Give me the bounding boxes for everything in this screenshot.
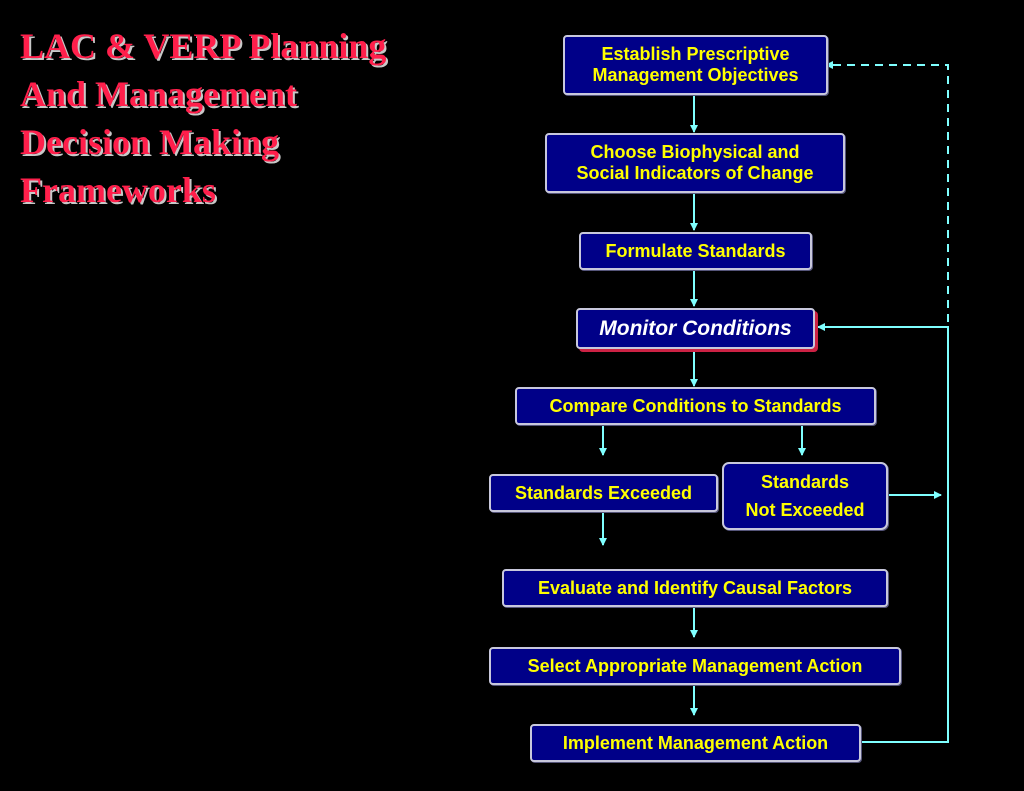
loop-implement-to-monitor — [817, 323, 949, 743]
title-line-1: LAC & VERP Planning — [20, 26, 387, 66]
title-line-3: Decision Making — [20, 122, 280, 162]
title-line-2: And Management — [20, 74, 297, 114]
step-formulate-label: Formulate Standards — [605, 240, 786, 261]
step-establish-objectives[interactable]: Establish Prescriptive Management Object… — [563, 35, 828, 95]
step-evaluate-label: Evaluate and Identify Causal Factors — [537, 577, 853, 598]
step-select-management-action[interactable]: Select Appropriate Management Action — [489, 647, 901, 685]
step-formulate-standards[interactable]: Formulate Standards — [579, 232, 812, 270]
step-establish-line-2: Management Objectives — [592, 65, 799, 85]
slide-title: LAC & VERP Planning And Management Decis… — [20, 22, 490, 214]
step-choose-line-2: Social Indicators of Change — [576, 163, 814, 183]
step-exceeded-label: Standards Exceeded — [514, 482, 693, 503]
step-compare-label: Compare Conditions to Standards — [549, 395, 842, 416]
step-establish-line-1: Establish Prescriptive — [601, 44, 790, 64]
step-choose-line-1: Choose Biophysical and — [590, 142, 800, 162]
dashed-loop-to-objectives — [825, 61, 949, 322]
step-compare-conditions[interactable]: Compare Conditions to Standards — [515, 387, 876, 425]
step-select-label: Select Appropriate Management Action — [527, 655, 863, 676]
step-standards-exceeded[interactable]: Standards Exceeded — [489, 474, 718, 512]
step-not-exceeded-line-2: Not Exceeded — [745, 500, 865, 520]
step-evaluate-causal-factors[interactable]: Evaluate and Identify Causal Factors — [502, 569, 888, 607]
step-standards-not-exceeded[interactable]: Standards Not Exceeded — [722, 462, 888, 530]
title-line-4: Frameworks — [20, 170, 216, 210]
step-choose-indicators[interactable]: Choose Biophysical and Social Indicators… — [545, 133, 845, 193]
step-monitor-conditions[interactable]: Monitor Conditions — [576, 308, 815, 349]
step-not-exceeded-line-1: Standards — [760, 472, 850, 492]
step-implement-management-action[interactable]: Implement Management Action — [530, 724, 861, 762]
step-implement-label: Implement Management Action — [562, 732, 829, 753]
step-monitor-label: Monitor Conditions — [599, 317, 792, 340]
